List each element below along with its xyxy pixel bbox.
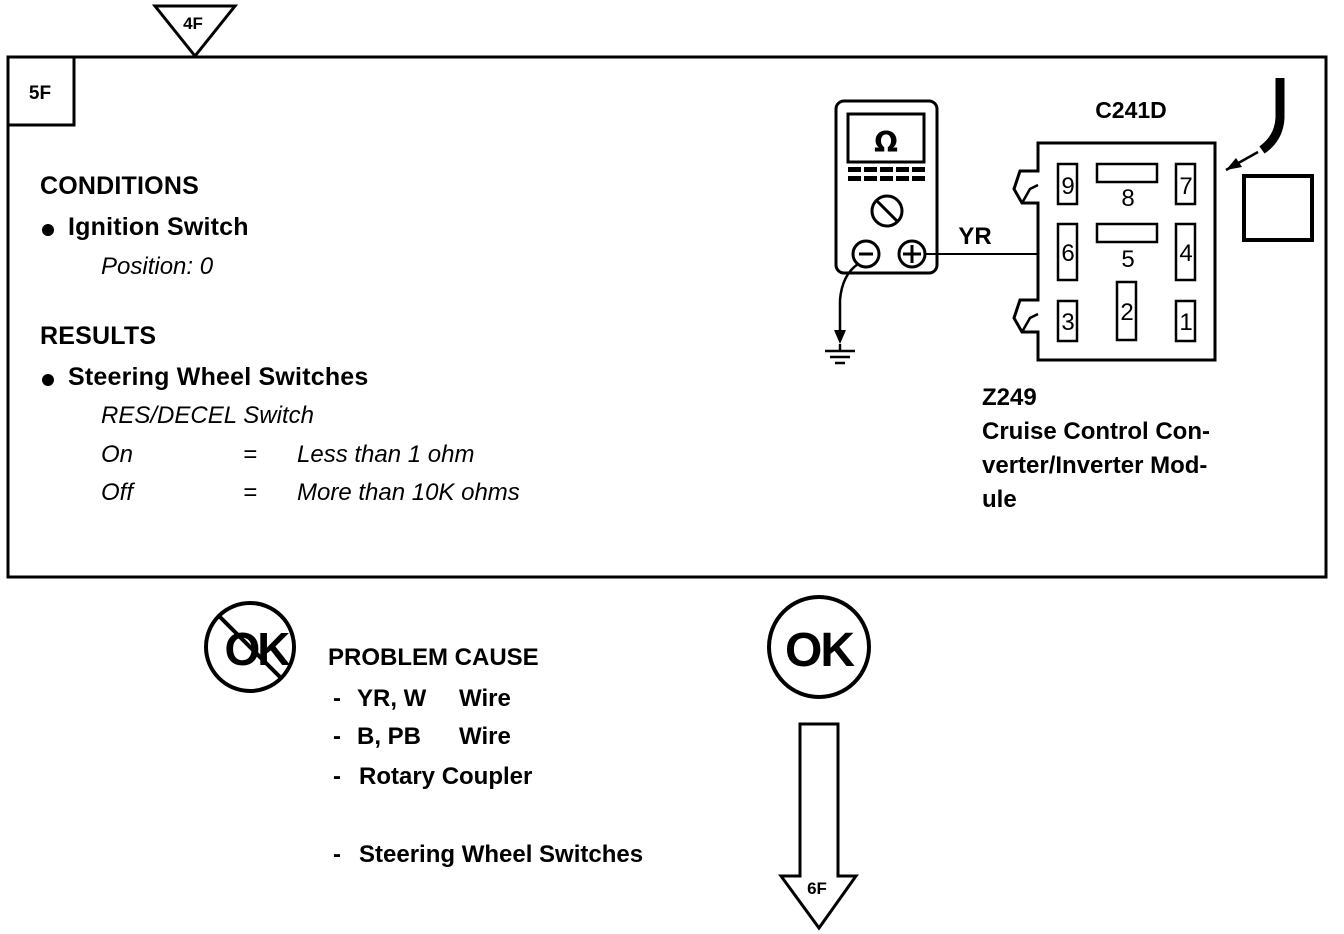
connector-c241d: 9 8 7 6 5 4 3 2 1 [1012,141,1217,362]
pin-slot-8 [1095,162,1159,184]
pin-number: 6 [1061,240,1074,267]
cause-type: Wire [459,685,511,712]
wire-label-yr: YR [958,223,991,250]
result-equals: = [243,441,258,468]
pin-number: 4 [1179,240,1192,267]
ok-badge: OK [767,595,871,699]
harness-connector-icon [1225,78,1314,242]
condition-detail: Position: 0 [101,253,214,280]
result-detail: RES/DECEL Switch [101,402,314,429]
pin-number: 2 [1120,299,1133,326]
cause-name: B, PB [357,723,422,750]
ground-icon [825,344,855,365]
module-name-line: Cruise Control Con- [982,418,1210,445]
pin-slot-4 [1174,222,1197,282]
result-value: More than 10K ohms [297,479,520,506]
result-equals: = [243,479,258,506]
pin-slot-1 [1174,299,1197,343]
pin-slot-5 [1095,222,1159,244]
pin-number: 1 [1179,309,1192,336]
ohm-symbol: Ω [874,126,898,159]
cause-name: Steering Wheel Switches [359,841,644,868]
results-heading: RESULTS [40,322,157,350]
entry-marker: 4F [151,4,239,59]
module-name-line: verter/Inverter Mod- [982,452,1208,479]
pin-number: 7 [1179,173,1192,200]
problem-cause-heading: PROBLEM CAUSE [328,644,539,671]
result-value: Less than 1 ohm [297,441,475,468]
cause-name: YR, W [357,685,427,712]
ok-label: OK [785,624,855,677]
cause-type: Wire [459,723,511,750]
step-id: 5F [29,83,51,104]
conditions-heading: CONDITIONS [40,172,199,200]
pin-slot-9 [1056,162,1079,206]
exit-marker-label: 6F [807,879,827,898]
cause-dash: - [333,763,341,790]
pin-number: 9 [1061,173,1074,200]
bullet-icon [42,374,54,386]
pin-number: 8 [1121,185,1134,212]
result-label: Steering Wheel Switches [68,363,369,391]
next-step-arrow: 6F [778,722,859,931]
step-box [6,55,1328,579]
pin-slot-3 [1056,299,1079,343]
cause-dash: - [333,685,341,712]
module-name-line: ule [982,486,1017,513]
pin-slot-6 [1056,222,1079,282]
entry-marker-label: 4F [183,14,203,33]
cause-dash: - [333,841,341,868]
bullet-icon [42,224,54,236]
not-ok-badge: OK [204,601,296,693]
pin-number: 3 [1061,309,1074,336]
cause-dash: - [333,723,341,750]
step-id-box [6,55,76,127]
ground-lead [834,262,859,344]
pin-number: 5 [1121,246,1134,273]
pin-slot-7 [1174,162,1197,206]
multimeter-icon: Ω [834,99,939,275]
cause-name: Rotary Coupler [359,763,533,790]
connector-id: C241D [1095,97,1167,123]
pin-slot-2 [1115,280,1138,342]
result-state: Off [101,479,134,506]
result-state: On [101,441,134,468]
module-id: Z249 [982,384,1037,411]
condition-label: Ignition Switch [68,213,249,241]
